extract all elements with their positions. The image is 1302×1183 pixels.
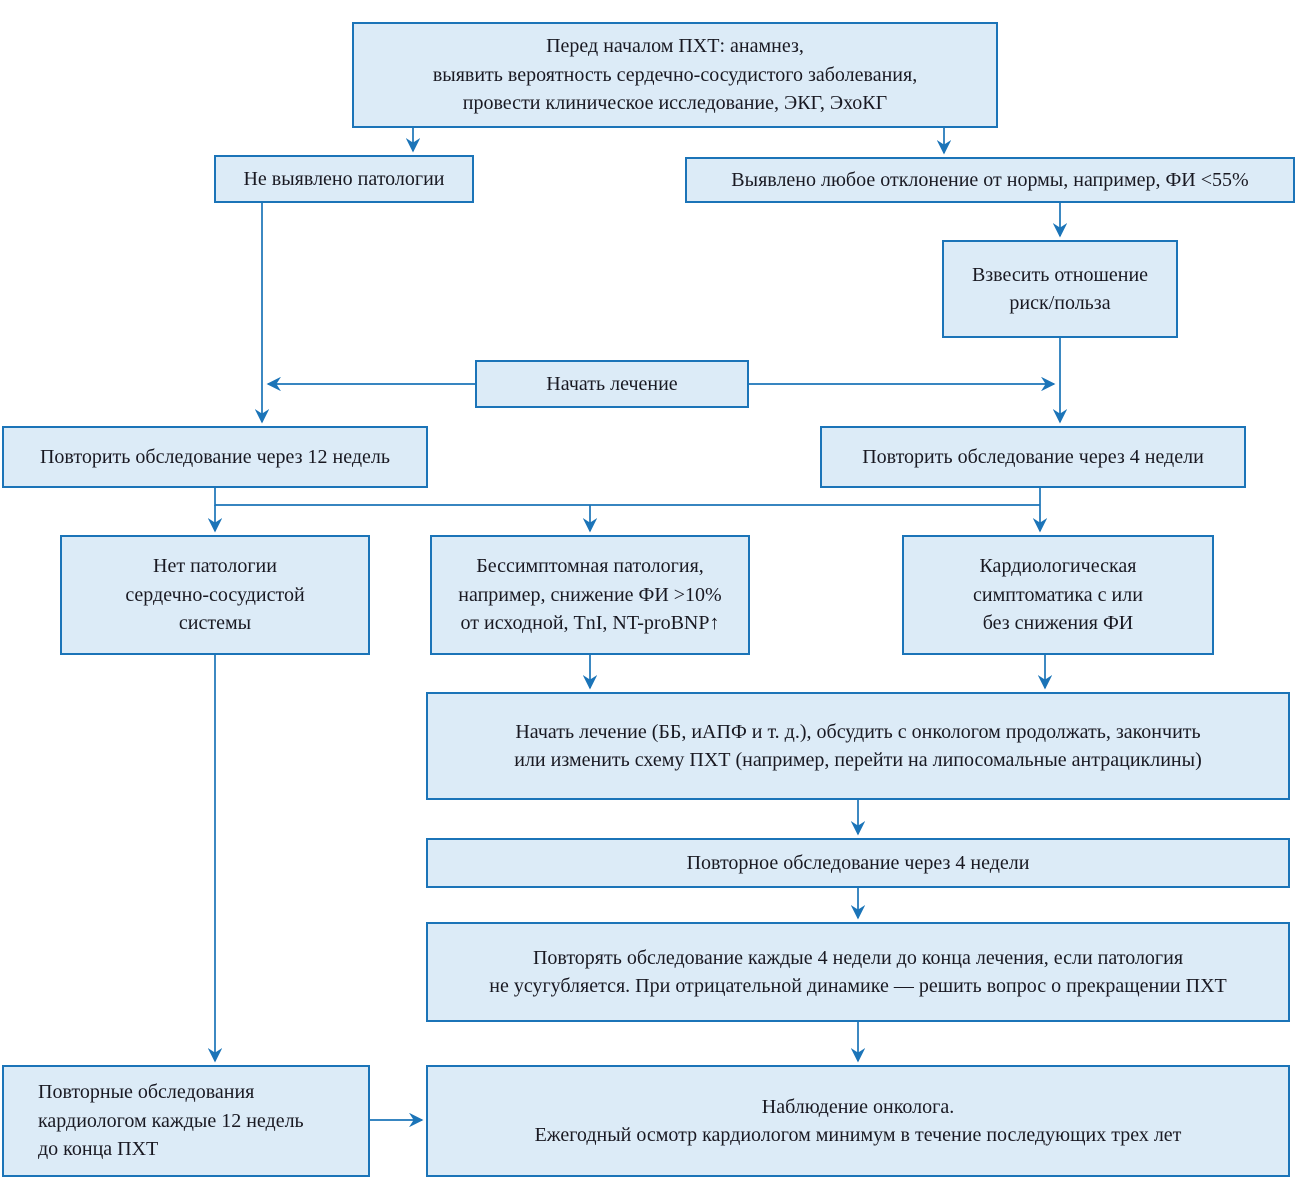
node-weigh-risk-benefit: Взвесить отношение риск/польза [942,240,1178,338]
node-repeat-every-4-weeks-until-end: Повторять обследование каждые 4 недели д… [426,922,1290,1022]
node-no-cardiovascular-pathology: Нет патологии сердечно-сосудистой систем… [60,535,370,655]
node-reexamination-after-4-weeks: Повторное обследование через 4 недели [426,838,1290,888]
node-cardiologist-every-12-weeks: Повторные обследования кардиологом кажды… [2,1065,370,1177]
node-recheck-after-4-weeks: Повторить обследование через 4 недели [820,426,1246,488]
node-before-chemo-assessment: Перед началом ПХТ: анамнез, выявить веро… [352,22,998,128]
node-oncologist-followup: Наблюдение онколога. Ежегодный осмотр ка… [426,1065,1290,1177]
node-treat-and-discuss-with-oncologist: Начать лечение (ББ, иАПФ и т. д.), обсуд… [426,692,1290,800]
node-recheck-after-12-weeks: Повторить обследование через 12 недель [2,426,428,488]
node-start-treatment: Начать лечение [475,360,749,408]
node-asymptomatic-pathology: Бессимптомная патология, например, сниже… [430,535,750,655]
node-cardiac-symptoms: Кардиологическая симптоматика с или без … [902,535,1214,655]
node-abnormality-found: Выявлено любое отклонение от нормы, напр… [685,157,1295,203]
node-no-pathology-found: Не выявлено патологии [214,155,474,203]
